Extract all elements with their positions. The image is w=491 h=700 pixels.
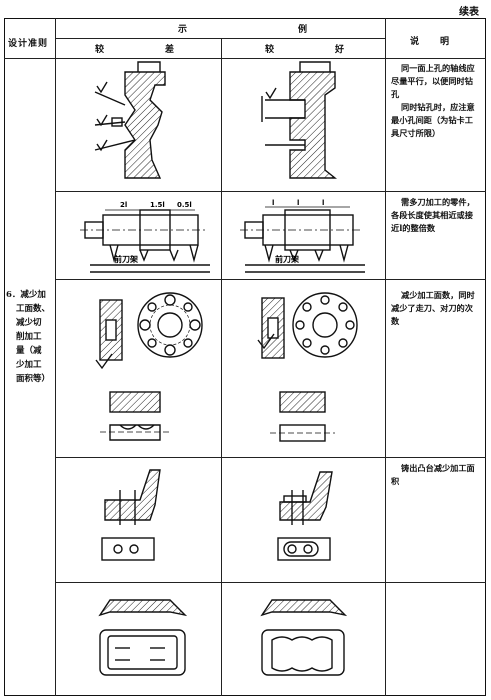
criterion-line: 少加工 (16, 360, 42, 370)
label-dim-l: l (322, 199, 324, 207)
note-cast-boss: 铸出凸台减少加工面 积 (391, 462, 483, 488)
note-line: 同一面上孔的轴线应 (401, 63, 475, 73)
label-dim-l: l (272, 199, 274, 207)
row-line-1 (55, 191, 486, 192)
criterion-line: 面积等） (16, 374, 51, 384)
label-dim-2l: 2l (120, 201, 127, 209)
row-line-4 (55, 582, 486, 583)
note-line: 减少了走刀、对刀的次 (391, 303, 473, 313)
note-line: 积 (391, 476, 400, 486)
drawing-cover-worse (98, 599, 188, 676)
label-tool-rest-better: 前刀架 (275, 254, 299, 264)
header-example: 示 例 (178, 25, 309, 35)
drawing-shaft-better (240, 206, 365, 273)
label-dim-l: l (297, 199, 299, 207)
label-dim-1-5l: 1.5l (150, 201, 165, 209)
design-criterion-6: 6．减少加 工面数、 减少切 削加工 量（减 少加工 面积等） (6, 288, 56, 386)
drawing-housing-worse (94, 61, 166, 179)
drawing-bar-worse (100, 391, 170, 441)
header-better: 较 好 (265, 45, 346, 55)
note-reduce-surfaces: 减少加工面数，同时 减少了走刀、对刀的次 数 (391, 289, 483, 328)
note-multi-tool: 需多刀加工的零件， 各段长度使其相近或接 近l的整倍数 (391, 196, 483, 235)
header-bottom-line (4, 58, 486, 59)
note-line: 同时钻孔时，应注意 (401, 102, 475, 112)
drawing-bracket-better (277, 471, 333, 561)
label-dim-0-5l: 0.5l (177, 201, 192, 209)
note-line: 具尺寸所限） (391, 128, 441, 138)
label-tool-rest-worse: 前刀架 (114, 254, 138, 264)
note-line: 孔 (391, 89, 400, 99)
drawing-cover-better (260, 599, 348, 676)
note-line: 各段长度使其相近或接 (391, 210, 473, 220)
criterion-line: 工面数、 (16, 304, 51, 314)
drawing-bracket-worse (101, 469, 161, 561)
col-line-worse-better (221, 38, 222, 696)
continued-label: 续表 (459, 7, 479, 18)
note-line: 数 (391, 316, 400, 326)
drawing-flange-worse (95, 292, 203, 370)
drawing-housing-better (261, 61, 337, 179)
row-line-2 (55, 279, 486, 280)
header-criterion: 设计准则 (8, 39, 49, 49)
header-divider-example (55, 38, 385, 39)
header-explanation: 说 明 (410, 37, 451, 47)
col-line-criterion (55, 18, 56, 696)
note-parallel-holes: 同一面上孔的轴线应 尽量平行，以便同时钻 孔 同时钻孔时，应注意 最小孔间距（为… (391, 62, 483, 140)
criterion-line: 6．减少加 (6, 290, 46, 300)
criterion-line: 减少切 (16, 318, 42, 328)
table-frame (4, 18, 486, 696)
drawing-flange-better (257, 292, 358, 359)
note-line: 减少加工面数，同时 (401, 290, 475, 300)
criterion-line: 削加工 (16, 332, 42, 342)
note-line: 最小孔间距（为钻卡工 (391, 115, 473, 125)
col-line-explanation (385, 18, 386, 696)
row-line-3 (55, 457, 486, 458)
header-worse: 较 差 (95, 45, 176, 55)
note-line: 需多刀加工的零件， (401, 197, 475, 207)
drawing-bar-better (270, 391, 335, 442)
note-line: 尽量平行，以便同时钻 (391, 76, 473, 86)
drawing-shaft-worse (80, 209, 210, 273)
note-line: 近l的整倍数 (391, 223, 436, 233)
criterion-line: 量（减 (16, 346, 42, 356)
note-line: 铸出凸台减少加工面 (401, 463, 475, 473)
